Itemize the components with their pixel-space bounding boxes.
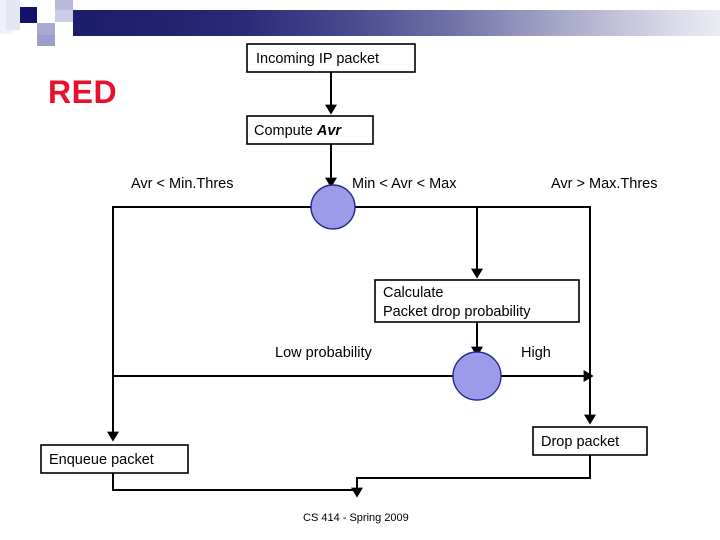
page-title: RED <box>48 74 118 110</box>
node-incoming-ip-packet[interactable]: Incoming IP packet <box>246 43 416 73</box>
node-enqueue-packet[interactable]: Enqueue packet <box>40 444 189 474</box>
node-compute-avr[interactable]: Compute Avr <box>246 115 374 145</box>
square-mid-3 <box>37 23 55 35</box>
square-low-1 <box>37 35 55 46</box>
edge-label-min-less-avr-less-max: Min < Avr < Max <box>352 176 457 192</box>
node-compute-avr-label-text: Compute <box>254 123 317 139</box>
header-gradient-bar <box>73 10 720 36</box>
square-white-2 <box>37 10 55 22</box>
node-calculate-label-line1: Calculate <box>383 285 443 301</box>
node-incoming-ip-packet-label: Incoming IP packet <box>256 51 379 67</box>
square-mid-2 <box>55 10 73 22</box>
node-drop-packet-label: Drop packet <box>541 434 619 450</box>
node-compute-avr-label-emphasis: Avr <box>316 123 343 139</box>
edge-label-high: High <box>521 345 551 361</box>
node-drop-packet[interactable]: Drop packet <box>532 426 648 456</box>
junction-node-threshold-decision[interactable] <box>310 184 356 230</box>
edge-label-low-probability: Low probability <box>275 345 372 361</box>
square-white-1 <box>37 0 55 10</box>
node-compute-avr-label: Compute Avr <box>254 123 342 139</box>
junction-node-probability-decision[interactable] <box>452 351 502 401</box>
node-calculate-drop-probability[interactable]: Calculate Packet drop probability <box>374 279 580 323</box>
node-enqueue-packet-label: Enqueue packet <box>49 452 154 468</box>
square-navy-solid <box>20 7 37 23</box>
edge-drop-to-merge <box>351 455 591 498</box>
slide-footer: CS 414 - Spring 2009 <box>303 512 409 524</box>
edge-junction1-to-drop <box>355 206 596 425</box>
edge-label-avr-less-than-min-thres: Avr < Min.Thres <box>131 176 233 192</box>
edge-enqueue-to-merge <box>112 473 357 491</box>
square-pale-1 <box>6 0 20 30</box>
slide-header-decoration <box>0 0 720 46</box>
square-white-3 <box>20 23 37 35</box>
edge-label-avr-greater-than-max-thres: Avr > Max.Thres <box>551 176 658 192</box>
node-calculate-label-line2: Packet drop probability <box>383 304 531 320</box>
square-mid-1 <box>55 0 73 10</box>
square-band-start <box>73 10 97 36</box>
edge-junction1-to-enqueue <box>107 206 311 442</box>
